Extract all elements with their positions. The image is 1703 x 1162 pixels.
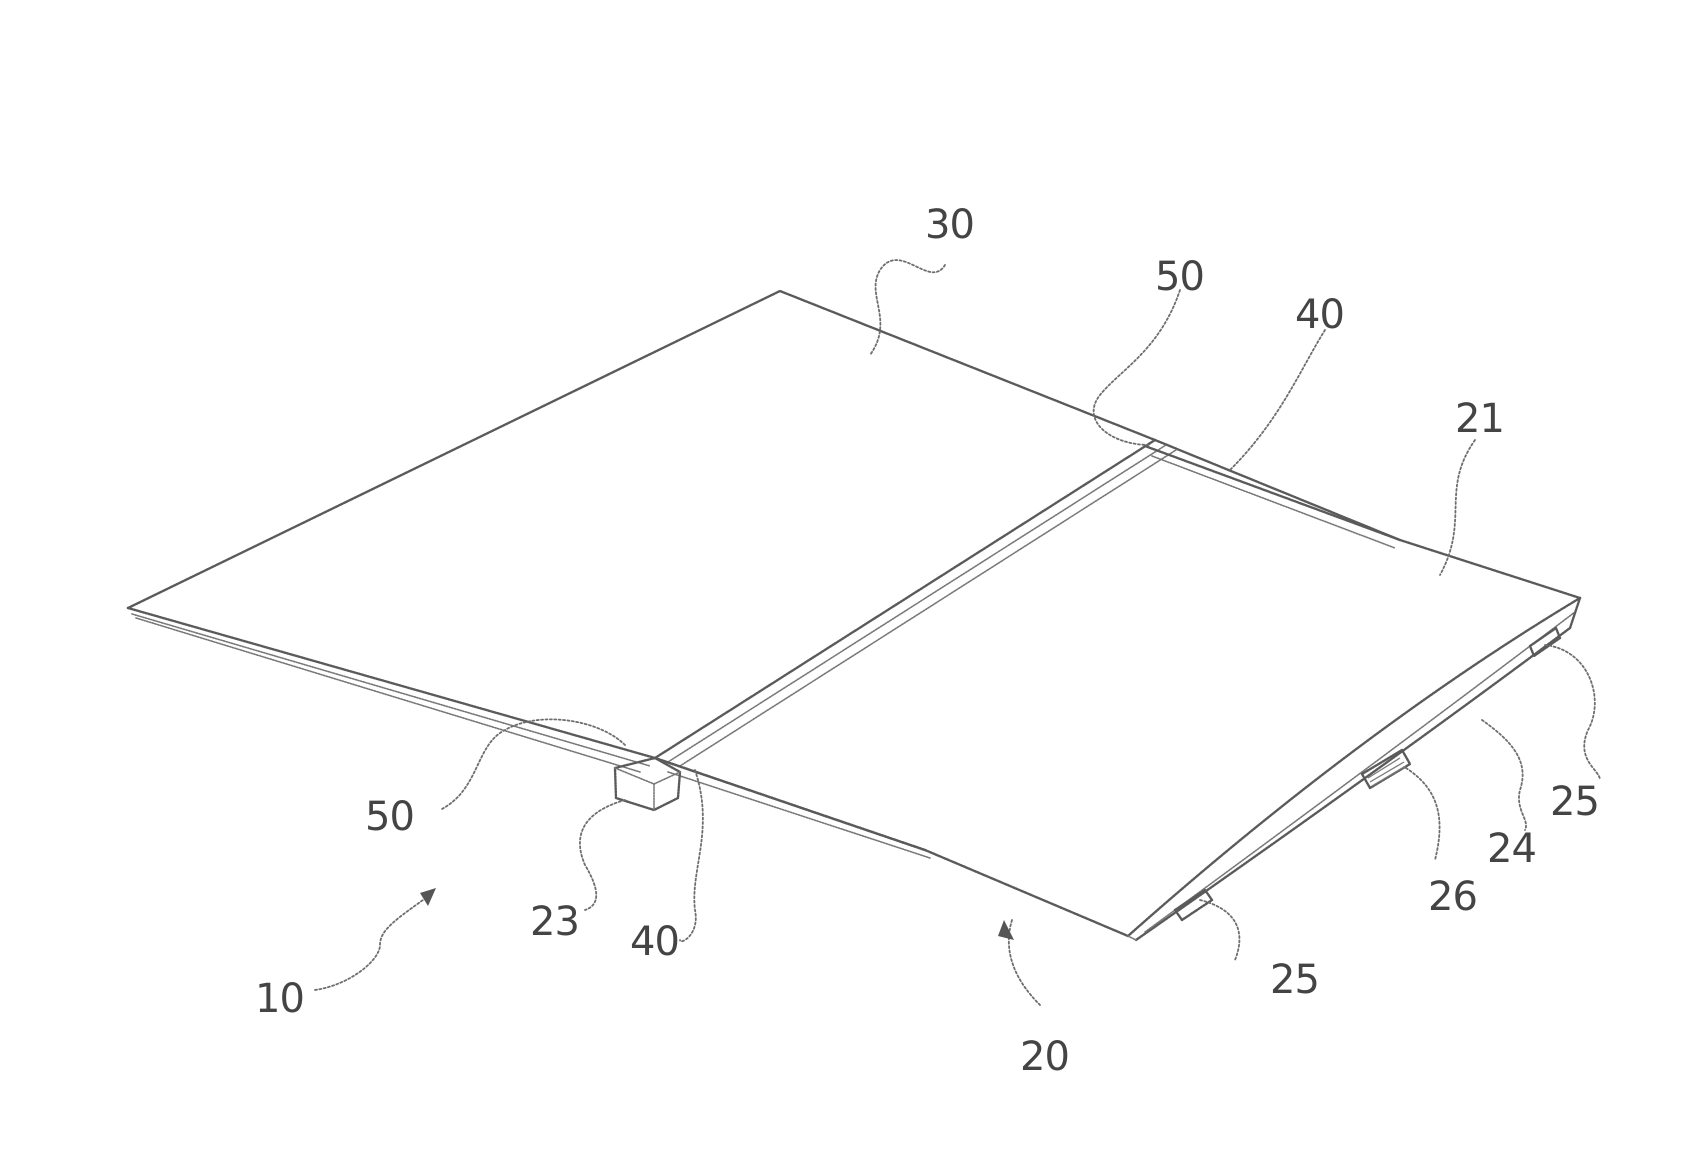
- leader-23: [580, 800, 625, 910]
- ref-20: 20: [1020, 1034, 1069, 1080]
- leader-50-bottom: [440, 719, 625, 810]
- ref-40-bottom: 40: [630, 919, 679, 965]
- element-25-top: [1530, 628, 1560, 656]
- ref-26: 26: [1428, 874, 1477, 920]
- ref-21: 21: [1455, 396, 1504, 442]
- leader-24: [1482, 720, 1526, 830]
- arrow-marks: [420, 888, 1014, 940]
- leader-20: [1009, 920, 1040, 1005]
- ref-25-top: 25: [1550, 779, 1599, 825]
- leader-40-bottom: [680, 770, 703, 941]
- leader-25-top: [1545, 645, 1600, 780]
- leader-25-bottom: [1200, 900, 1239, 960]
- ref-50-top: 50: [1155, 254, 1204, 300]
- panel-30: [128, 291, 1155, 772]
- arrow-10-head: [420, 888, 436, 906]
- ref-23: 23: [530, 899, 579, 945]
- ref-40-top: 40: [1295, 292, 1344, 338]
- arrow-20-head: [998, 920, 1014, 940]
- leader-10: [315, 895, 430, 990]
- ref-10: 10: [255, 976, 304, 1022]
- element-25-bottom: [1175, 890, 1212, 920]
- ref-30: 30: [925, 202, 974, 248]
- element-26: [1362, 750, 1410, 788]
- leader-lines: [315, 260, 1600, 1005]
- ref-50-bottom: 50: [365, 794, 414, 840]
- ref-25-bottom: 25: [1270, 957, 1319, 1003]
- front-edge-24: [1128, 598, 1580, 940]
- leader-26: [1406, 768, 1440, 860]
- hinge-strip: [655, 440, 1400, 858]
- reference-numerals: 30 50 40 21 25 24 26 25 20 40 23 50 10: [255, 202, 1599, 1080]
- leader-40-top: [1230, 330, 1325, 470]
- ref-24: 24: [1487, 826, 1536, 872]
